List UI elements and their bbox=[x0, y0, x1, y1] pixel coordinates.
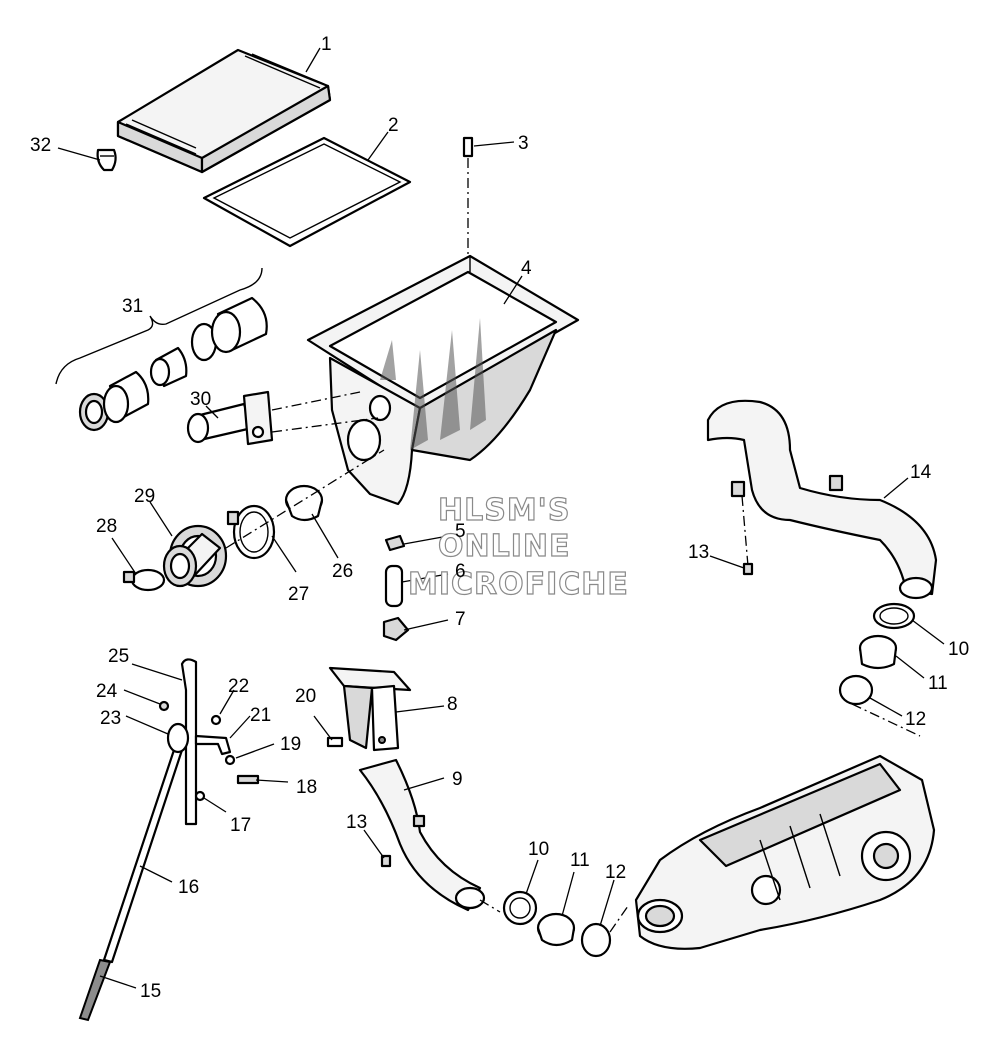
clamp-27 bbox=[226, 504, 276, 560]
part-22 bbox=[210, 714, 222, 726]
filter-15 bbox=[78, 958, 112, 1022]
clamp-10-lower bbox=[502, 890, 538, 926]
callout-14: 14 bbox=[910, 462, 932, 483]
carb-boot bbox=[162, 524, 228, 588]
part-6-hose bbox=[384, 564, 404, 608]
part-7-valve bbox=[382, 616, 410, 642]
watermark-line1: HLSM'S bbox=[438, 493, 570, 528]
callout-3: 3 bbox=[518, 133, 529, 154]
callout-12-upper: 12 bbox=[905, 709, 926, 730]
callout-16: 16 bbox=[178, 877, 199, 898]
callout-22: 22 bbox=[228, 676, 249, 697]
clamp-12-upper bbox=[838, 674, 921, 737]
bolt-3 bbox=[462, 136, 474, 270]
callout-32: 32 bbox=[30, 135, 51, 156]
duct-9 bbox=[358, 758, 501, 913]
callout-labels: 1 2 3 4 5 6 7 8 9 10 10 11 11 12 12 13 1… bbox=[30, 34, 969, 1002]
watermark-line2: ONLINE bbox=[438, 529, 571, 564]
callout-13-upper: 13 bbox=[688, 542, 709, 563]
bracket-8 bbox=[328, 666, 412, 752]
callout-13-lower: 13 bbox=[346, 812, 367, 833]
cvt-cover bbox=[634, 754, 936, 950]
leader-lines bbox=[57, 47, 945, 989]
callout-15: 15 bbox=[140, 981, 161, 1002]
callout-7: 7 bbox=[455, 609, 466, 630]
gasket bbox=[202, 136, 412, 248]
air-filter-cover bbox=[116, 48, 332, 174]
bolt-13-upper bbox=[742, 562, 754, 576]
watermark-line3: MICROFICHE bbox=[408, 567, 629, 602]
callout-27: 27 bbox=[288, 584, 309, 605]
callout-6: 6 bbox=[455, 561, 466, 582]
callout-30: 30 bbox=[190, 389, 211, 410]
callout-28: 28 bbox=[96, 516, 117, 537]
sleeve-11-lower bbox=[536, 912, 576, 947]
clamp-28 bbox=[122, 568, 166, 592]
clamp-10-upper bbox=[872, 602, 916, 630]
part-24 bbox=[158, 700, 170, 712]
callout-24: 24 bbox=[96, 681, 118, 702]
callout-2: 2 bbox=[388, 115, 399, 136]
callout-5: 5 bbox=[455, 521, 466, 542]
air-box bbox=[306, 254, 580, 506]
callout-12-lower: 12 bbox=[605, 862, 626, 883]
bolt-13-lower bbox=[380, 854, 392, 868]
part-19 bbox=[224, 754, 236, 766]
filter-clip bbox=[96, 148, 117, 172]
sleeve-11-upper bbox=[858, 634, 898, 670]
callout-17: 17 bbox=[230, 815, 251, 836]
callout-26: 26 bbox=[332, 561, 353, 582]
callout-10-upper: 10 bbox=[948, 639, 969, 660]
clamp-12-lower bbox=[580, 905, 629, 958]
callout-29: 29 bbox=[134, 486, 155, 507]
part-5-grommet bbox=[384, 534, 406, 552]
intake-tube bbox=[186, 390, 379, 446]
callout-4: 4 bbox=[521, 258, 532, 279]
callout-10-lower: 10 bbox=[528, 839, 549, 860]
callout-11-lower: 11 bbox=[570, 850, 590, 871]
seal-23 bbox=[166, 722, 190, 754]
callout-21: 21 bbox=[250, 705, 271, 726]
bolt-20 bbox=[326, 736, 344, 748]
callout-18: 18 bbox=[296, 777, 317, 798]
callout-9: 9 bbox=[452, 769, 463, 790]
callout-20: 20 bbox=[295, 686, 316, 707]
callout-11-upper: 11 bbox=[928, 673, 948, 694]
callout-19: 19 bbox=[280, 734, 301, 755]
callout-31: 31 bbox=[122, 296, 143, 317]
duct-14 bbox=[706, 399, 938, 600]
callout-23: 23 bbox=[100, 708, 121, 729]
tube-kit bbox=[55, 267, 268, 432]
fitting-21 bbox=[194, 734, 232, 756]
callout-1: 1 bbox=[321, 34, 332, 55]
watermark: HLSM'S ONLINE MICROFICHE bbox=[407, 492, 629, 602]
hose-25 bbox=[180, 658, 198, 826]
callout-25: 25 bbox=[108, 646, 129, 667]
vent-tube-16 bbox=[102, 742, 186, 964]
callout-8: 8 bbox=[447, 694, 458, 715]
bolt-18 bbox=[236, 774, 260, 785]
part-17 bbox=[194, 790, 206, 802]
